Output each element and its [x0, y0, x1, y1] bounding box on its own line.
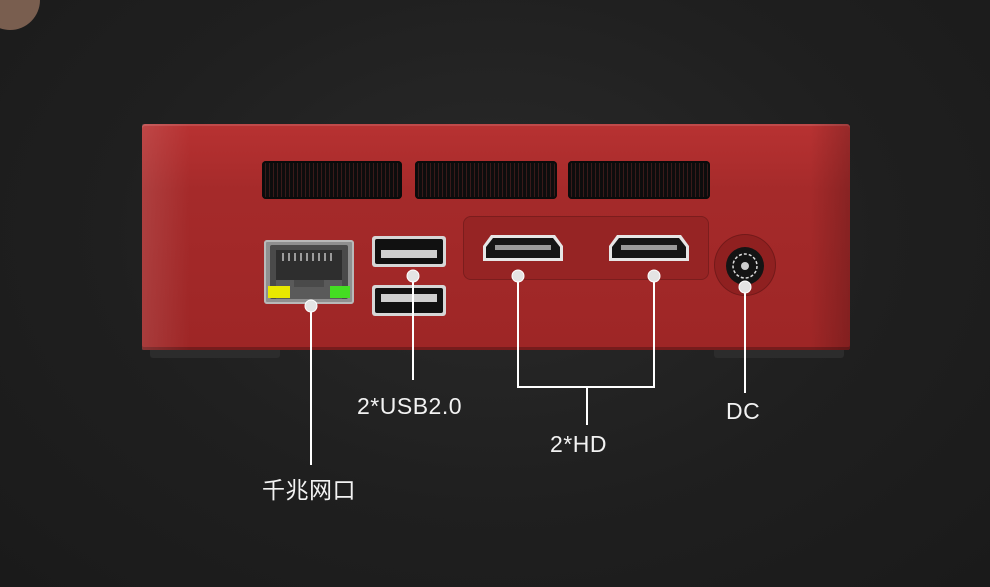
ethernet-port-icon — [268, 245, 350, 299]
usb-port-2 — [371, 284, 447, 317]
hdmi-port-icon — [609, 235, 689, 261]
corner-accent — [0, 0, 40, 30]
hdmi-port-2 — [607, 233, 691, 263]
ethernet-port — [264, 240, 354, 304]
usb-port-1 — [371, 235, 447, 268]
vent-grille-3 — [568, 161, 710, 199]
led-green — [330, 286, 350, 298]
led-yellow — [268, 286, 290, 298]
vent-grille-1 — [262, 161, 402, 199]
vent-grille-2 — [415, 161, 557, 199]
label-dc: DC — [726, 398, 761, 424]
hdmi-port-icon — [483, 235, 563, 261]
label-hdmi: 2*HD — [550, 431, 607, 457]
hdmi-port-1 — [481, 233, 565, 263]
usb-port-icon — [372, 285, 446, 316]
usb-port-icon — [372, 236, 446, 267]
dc-jack-icon — [726, 247, 764, 285]
dc-jack — [725, 246, 765, 286]
label-usb: 2*USB2.0 — [357, 393, 463, 419]
label-ethernet: 千兆网口 — [262, 477, 356, 503]
chassis-foot-left — [150, 350, 280, 358]
chassis-foot-right — [714, 350, 844, 358]
